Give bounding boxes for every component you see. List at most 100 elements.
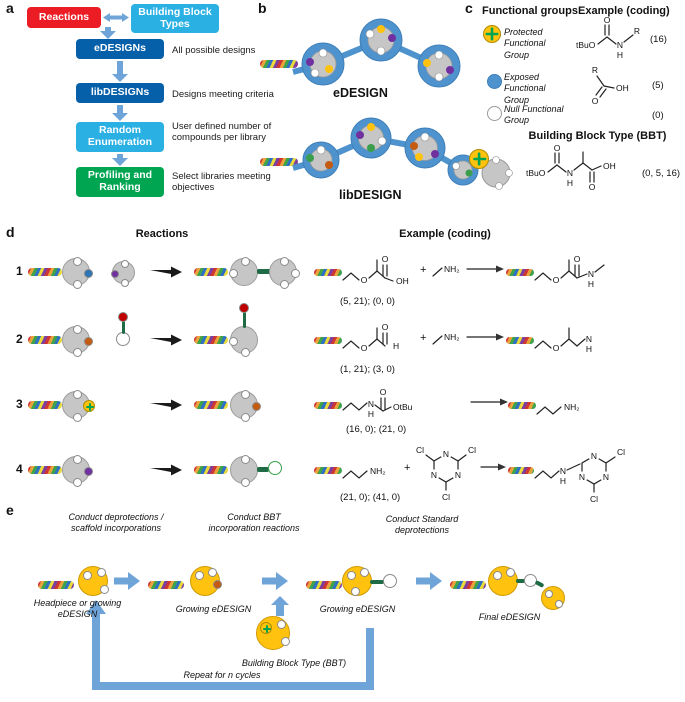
atom-label: N [579,472,585,482]
dna-strand [506,269,534,276]
libdesigns-box: libDESIGNs [76,83,164,103]
building-block-blob [230,390,261,422]
design-node [350,117,392,159]
atom-label: H [368,409,374,419]
dna-strand [28,401,62,409]
atom-label: N [431,470,437,480]
atom-label: tBuO [526,168,546,178]
design-node [404,127,446,169]
null-fg-dot [72,390,82,399]
null-fg-dot [72,413,82,422]
exposed-fg-dot [84,336,93,346]
bbt-blob [256,616,290,650]
dna-strand [314,337,342,344]
null-fg-dot [240,455,250,464]
reaction-coding: (5, 21); (0, 0) [340,296,395,307]
edesigns-box: eDESIGNs [76,39,164,59]
exposed-fg-dot [84,466,93,476]
reaction-arrow-icon [480,463,506,471]
reaction-arrow-icon [466,265,504,273]
building-block-blob [62,325,93,357]
reaction-arrow-icon [150,266,182,278]
null-fg-dot [506,568,515,577]
building-block-types-box: Building Block Types [131,4,219,33]
dna-strand [28,466,62,474]
protected-fg-structure: tBuO O N H R [576,15,640,60]
dna-strand [194,466,228,474]
exposed-fg-structure: R OH O [592,65,629,106]
dna-strand [508,467,534,474]
null-fg-dot [545,590,553,598]
exposed-fg-dot [111,269,119,278]
reaction-arrow-icon [470,398,508,406]
null-fg-dot [281,637,290,646]
functional-groups-header: Functional groups [482,5,578,17]
reaction-coding: (1, 21); (3, 0) [340,364,395,375]
panel-a-label: a [6,0,14,16]
exposed-fg-dot [213,580,222,589]
stage4-label: Final eDESIGN [478,612,541,622]
atom-label: O [382,254,389,264]
null-coding: (0) [652,110,664,121]
atom-label: H [617,50,623,60]
null-fg-dot [279,280,289,289]
bbt-header: Building Block Type (BBT) [528,130,667,142]
null-fg-dot [208,568,217,577]
down-arrow-icon [112,154,128,166]
atom-label: Cl [442,492,450,502]
protected-fg-dot [260,622,272,634]
step1-text: Conduct deprotections / scaffold incorpo… [68,512,164,534]
reaction-number: 3 [16,397,23,411]
edesign-cluster [292,18,461,88]
libdesign-cluster [292,117,479,186]
edesign-blob [541,586,565,610]
null-fg-dot [72,455,82,464]
scaffold-node [268,461,282,475]
null-fg-dot [291,268,300,278]
atom-label: O [589,182,596,192]
bond [257,269,271,274]
building-block-blob [62,455,93,487]
structure-amide-product: O O N H [534,254,605,289]
stage2-label: Growing eDESIGN [175,604,252,614]
plus-sign: + [420,332,427,344]
design-node [302,141,340,179]
structure-amine: NH₂ [432,332,460,345]
null-fg-dot [240,478,250,487]
structure-secondary-amine-product: O N H [534,327,592,354]
example-coding-header: Example (coding) [399,228,491,240]
structure-triazine-product: N H N N N Cl Cl [534,447,625,504]
exposed-fg-dot [252,401,261,411]
reaction-arrow-icon [150,399,182,411]
protected-fg-dot [83,400,95,412]
dna-strand [450,581,486,589]
exposed-fg-dot [84,268,93,278]
panel-b: b eDESIGN [255,0,479,215]
atom-label: Cl [468,445,476,455]
panel-c: c Functional groups Example (coding) Pro… [460,0,685,218]
reaction-number: 1 [16,264,23,278]
dna-strand [260,158,298,166]
atom-label: H [393,341,399,351]
panel-d-label: d [6,224,15,240]
atom-label: NH₂ [370,466,386,476]
dna-strand [314,467,342,474]
atom-label: O [604,15,611,25]
dna-strand [38,581,74,589]
bond [370,580,384,584]
stage3-label: Growing eDESIGN [319,604,396,614]
bbt-icon [469,149,513,190]
panel-c-label: c [465,0,473,16]
libdesign-label: libDESIGN [339,188,402,202]
bbt-structure: tBuO O N H O OH [526,143,616,192]
example-coding-header: Example (coding) [578,5,670,17]
atom-label: OtBu [393,402,413,412]
double-arrow-icon [103,13,129,22]
reaction-number: 2 [16,332,23,346]
reaction-arrow-icon [150,334,182,346]
bond [242,312,246,328]
null-fg-dot [97,568,106,577]
atom-label: N [560,466,566,476]
atom-label: O [361,275,368,285]
